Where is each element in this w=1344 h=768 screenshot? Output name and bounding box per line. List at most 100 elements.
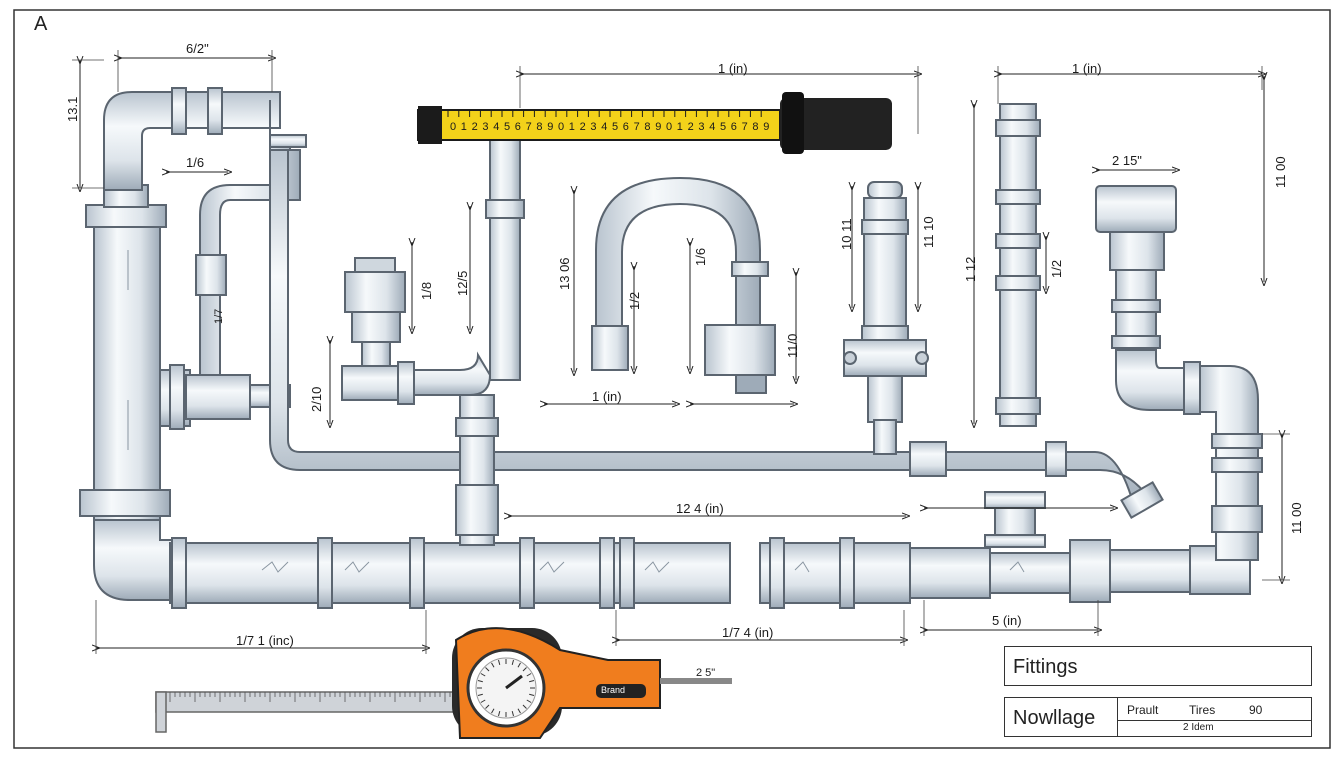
right-elbow-assembly bbox=[1095, 185, 1263, 561]
dial-tick bbox=[526, 673, 532, 677]
dim-bottom-left-span: 1/7 1 (inc) bbox=[236, 633, 294, 648]
left-main-pipe bbox=[79, 87, 281, 601]
dim-caliper-note: 2 5" bbox=[696, 667, 716, 679]
dim-valve-height: 1/8 bbox=[419, 281, 434, 300]
tape-digit: 8 bbox=[644, 121, 650, 133]
dim-top-left-width: 6/2" bbox=[186, 41, 209, 56]
dial-tick bbox=[498, 659, 501, 665]
tape-digit: 6 bbox=[515, 121, 521, 133]
dim-elbow-right-small: 1/2 bbox=[1049, 259, 1064, 278]
dim-arch-inner: 1/6 bbox=[693, 247, 708, 266]
title-block-title-box: Fittings bbox=[1004, 646, 1312, 686]
title-block-col3: 90 bbox=[1249, 703, 1263, 717]
dim-small-upper: 1/6 bbox=[186, 155, 205, 170]
extension-lines bbox=[72, 50, 1290, 654]
caliper-ruler bbox=[155, 691, 457, 733]
tape-digit: 7 bbox=[742, 121, 748, 133]
title-block-col1: Prault bbox=[1127, 703, 1159, 717]
tall-vertical-pipe bbox=[995, 103, 1041, 427]
tape-digit: 1 bbox=[461, 121, 467, 133]
measure-brand-label: Brand bbox=[601, 685, 626, 695]
dim-arch-width: 1 (in) bbox=[592, 389, 622, 404]
title-block-subtitle: Nowllage bbox=[1013, 707, 1096, 729]
bottom-horizontal-pipe-right bbox=[759, 491, 1251, 609]
tape-digit: 2 bbox=[472, 121, 478, 133]
dial-tick bbox=[529, 680, 535, 683]
dial-ticks bbox=[477, 659, 535, 717]
bottom-horizontal-pipe-left bbox=[169, 537, 731, 609]
title-block-col4: 2 Idem bbox=[1183, 722, 1214, 733]
dim-right-full-height: 11 00 bbox=[1273, 156, 1288, 188]
dial-tick bbox=[517, 662, 521, 668]
tape-digit: 3 bbox=[590, 121, 596, 133]
dial-tick bbox=[522, 704, 527, 709]
title-block-col2: Tires bbox=[1189, 703, 1216, 717]
dim-elbow-right-width: 2 15" bbox=[1112, 153, 1142, 168]
tape-digit: 9 bbox=[655, 121, 661, 133]
dim-right-lower-height: 11 00 bbox=[1289, 502, 1304, 534]
tape-digit: 0 bbox=[558, 121, 564, 133]
tape-digit: 9 bbox=[763, 121, 769, 133]
small-valve bbox=[341, 257, 415, 405]
dial-tick bbox=[529, 693, 535, 696]
orange-measure-device bbox=[452, 627, 732, 739]
dim-arch-lower: 1/2 bbox=[627, 291, 642, 310]
tape-digit: 5 bbox=[720, 121, 726, 133]
dim-arch-right-height: 11/0 bbox=[785, 333, 800, 358]
dial-tick bbox=[485, 704, 490, 709]
tape-digit: 6 bbox=[731, 121, 737, 133]
tape-digit: 9 bbox=[547, 121, 553, 133]
dim-left-elbow-height: 1/7 bbox=[213, 308, 225, 324]
dial-tick bbox=[517, 708, 521, 714]
dial-tick bbox=[480, 699, 486, 703]
dim-tall-fitting-height: 1 12 bbox=[963, 256, 978, 282]
dimension-lines bbox=[80, 58, 1282, 648]
tape-digit: 7 bbox=[634, 121, 640, 133]
dim-bottom-mid-span: 1/7 4 (in) bbox=[722, 625, 774, 640]
dial-tick bbox=[491, 708, 495, 714]
dial-tick bbox=[485, 667, 490, 672]
dim-left-height: 13.1 bbox=[65, 96, 80, 122]
dial-tick bbox=[477, 693, 483, 696]
tape-digit: 4 bbox=[601, 121, 607, 133]
dim-middle-span: 12 4 (in) bbox=[676, 501, 724, 516]
dim-drop-height: 12/5 bbox=[455, 270, 470, 296]
tape-digit: 1 bbox=[569, 121, 575, 133]
tape-digit: 5 bbox=[612, 121, 618, 133]
tape-digit: 2 bbox=[580, 121, 586, 133]
dial-tick bbox=[511, 711, 514, 717]
dim-valve-right-small: 11 10 bbox=[921, 216, 936, 248]
middle-horizontal-pipe bbox=[269, 149, 1164, 520]
dial-tick bbox=[491, 662, 495, 668]
title-block-info-box: Nowllage Prault Tires 90 2 Idem bbox=[1004, 697, 1312, 737]
dial-tick bbox=[477, 680, 483, 683]
tape-digit: 6 bbox=[623, 121, 629, 133]
dial-tick bbox=[526, 699, 532, 703]
tape-digit: 3 bbox=[698, 121, 704, 133]
center-vertical-pipe bbox=[409, 139, 525, 546]
tape-digit: 5 bbox=[504, 121, 510, 133]
tape-digit: 3 bbox=[482, 121, 488, 133]
tape-housing bbox=[780, 98, 892, 150]
tape-digit: 0 bbox=[666, 121, 672, 133]
dial-tick bbox=[498, 711, 501, 717]
tape-digit: 4 bbox=[493, 121, 499, 133]
tape-digit: 7 bbox=[526, 121, 532, 133]
sheet-corner-label: A bbox=[34, 13, 48, 35]
tape-digit: 4 bbox=[709, 121, 715, 133]
tape-digit: 1 bbox=[677, 121, 683, 133]
sheet-border bbox=[13, 9, 1331, 749]
dim-valve-right-height: 10 11 bbox=[839, 218, 854, 250]
dial-tick bbox=[480, 673, 486, 677]
dial-tick bbox=[511, 659, 514, 665]
dim-arch-height: 13 06 bbox=[557, 257, 572, 290]
upper-return-pipe bbox=[195, 100, 307, 381]
dial-tick bbox=[522, 667, 527, 672]
dim-right-span: 1 (in) bbox=[1072, 61, 1102, 76]
tape-digit: 8 bbox=[536, 121, 542, 133]
tape-digit: 0 bbox=[450, 121, 456, 133]
tape-digit: 8 bbox=[752, 121, 758, 133]
dim-tee-small: 2/10 bbox=[309, 386, 324, 412]
